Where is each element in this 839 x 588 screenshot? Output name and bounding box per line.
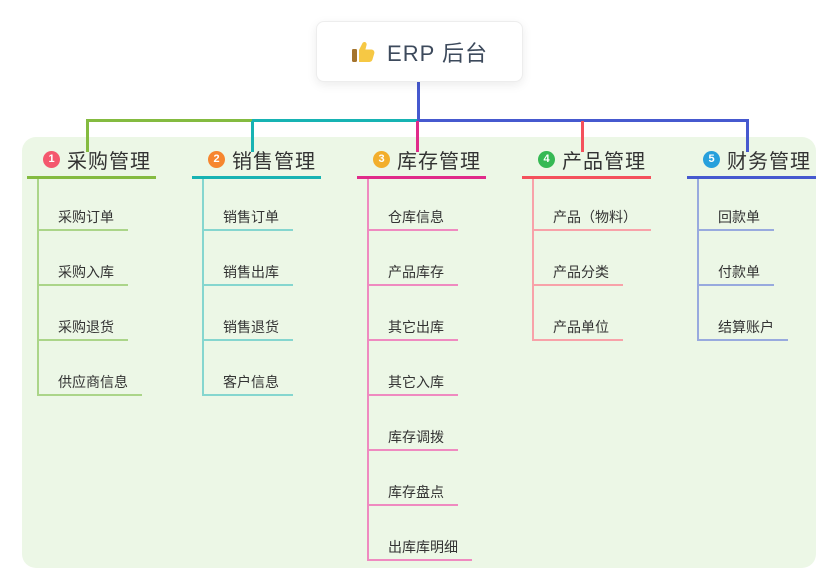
child-node[interactable]: 销售订单 [202, 207, 293, 231]
child-node[interactable]: 采购退货 [37, 317, 128, 341]
child-node[interactable]: 产品库存 [367, 262, 458, 286]
child-node[interactable]: 其它出库 [367, 317, 458, 341]
child-node[interactable]: 结算账户 [697, 317, 788, 341]
branch-number-badge: 4 [538, 150, 555, 168]
branch-underline [192, 176, 321, 179]
branch-label: 库存管理 [397, 150, 481, 173]
child-node[interactable]: 出库库明细 [367, 537, 472, 561]
branch-underline [27, 176, 156, 179]
child-node[interactable]: 回款单 [697, 207, 774, 231]
branch-underline [687, 176, 816, 179]
branch-drop-line [251, 121, 254, 152]
bus-segment-line [417, 119, 749, 122]
branch-underline [357, 176, 486, 179]
root-stem-line [417, 82, 420, 122]
branch-number-badge: 5 [703, 150, 720, 168]
child-node[interactable]: 产品（物料） [532, 207, 651, 231]
root-label: ERP 后台 [387, 40, 488, 66]
branch-drop-line [86, 121, 89, 152]
branches-panel [22, 137, 816, 568]
child-node[interactable]: 供应商信息 [37, 372, 142, 396]
branch-header-1[interactable]: 1 采购管理 [43, 148, 151, 173]
child-node[interactable]: 销售出库 [202, 262, 293, 286]
child-node[interactable]: 产品单位 [532, 317, 623, 341]
child-spine-line [697, 179, 699, 341]
branch-header-4[interactable]: 4 产品管理 [538, 148, 646, 173]
child-node[interactable]: 销售退货 [202, 317, 293, 341]
branch-header-5[interactable]: 5 财务管理 [703, 148, 811, 173]
child-node[interactable]: 产品分类 [532, 262, 623, 286]
child-spine-line [202, 179, 204, 396]
child-spine-line [532, 179, 534, 341]
branch-drop-line [746, 121, 749, 152]
child-node[interactable]: 其它入库 [367, 372, 458, 396]
branch-header-2[interactable]: 2 销售管理 [208, 148, 316, 173]
bus-segment-line [86, 119, 252, 122]
root-node[interactable]: ERP 后台 [316, 21, 523, 82]
child-spine-line [37, 179, 39, 396]
branch-drop-line [416, 121, 419, 152]
branch-underline [522, 176, 651, 179]
branch-number-badge: 1 [43, 150, 60, 168]
branch-label: 产品管理 [562, 150, 646, 173]
branch-label: 财务管理 [727, 150, 811, 173]
branch-drop-line [581, 121, 584, 152]
child-node[interactable]: 库存调拨 [367, 427, 458, 451]
bus-segment-line [252, 119, 417, 122]
child-node[interactable]: 仓库信息 [367, 207, 458, 231]
branch-number-badge: 2 [208, 150, 225, 168]
child-spine-line [367, 179, 369, 561]
branch-number-badge: 3 [373, 150, 390, 168]
child-node[interactable]: 库存盘点 [367, 482, 458, 506]
child-node[interactable]: 付款单 [697, 262, 774, 286]
branch-label: 采购管理 [67, 150, 151, 173]
child-node[interactable]: 客户信息 [202, 372, 293, 396]
child-node[interactable]: 采购入库 [37, 262, 128, 286]
branch-header-3[interactable]: 3 库存管理 [373, 148, 481, 173]
thumbs-up-icon [352, 41, 375, 62]
child-node[interactable]: 采购订单 [37, 207, 128, 231]
branch-label: 销售管理 [232, 150, 316, 173]
